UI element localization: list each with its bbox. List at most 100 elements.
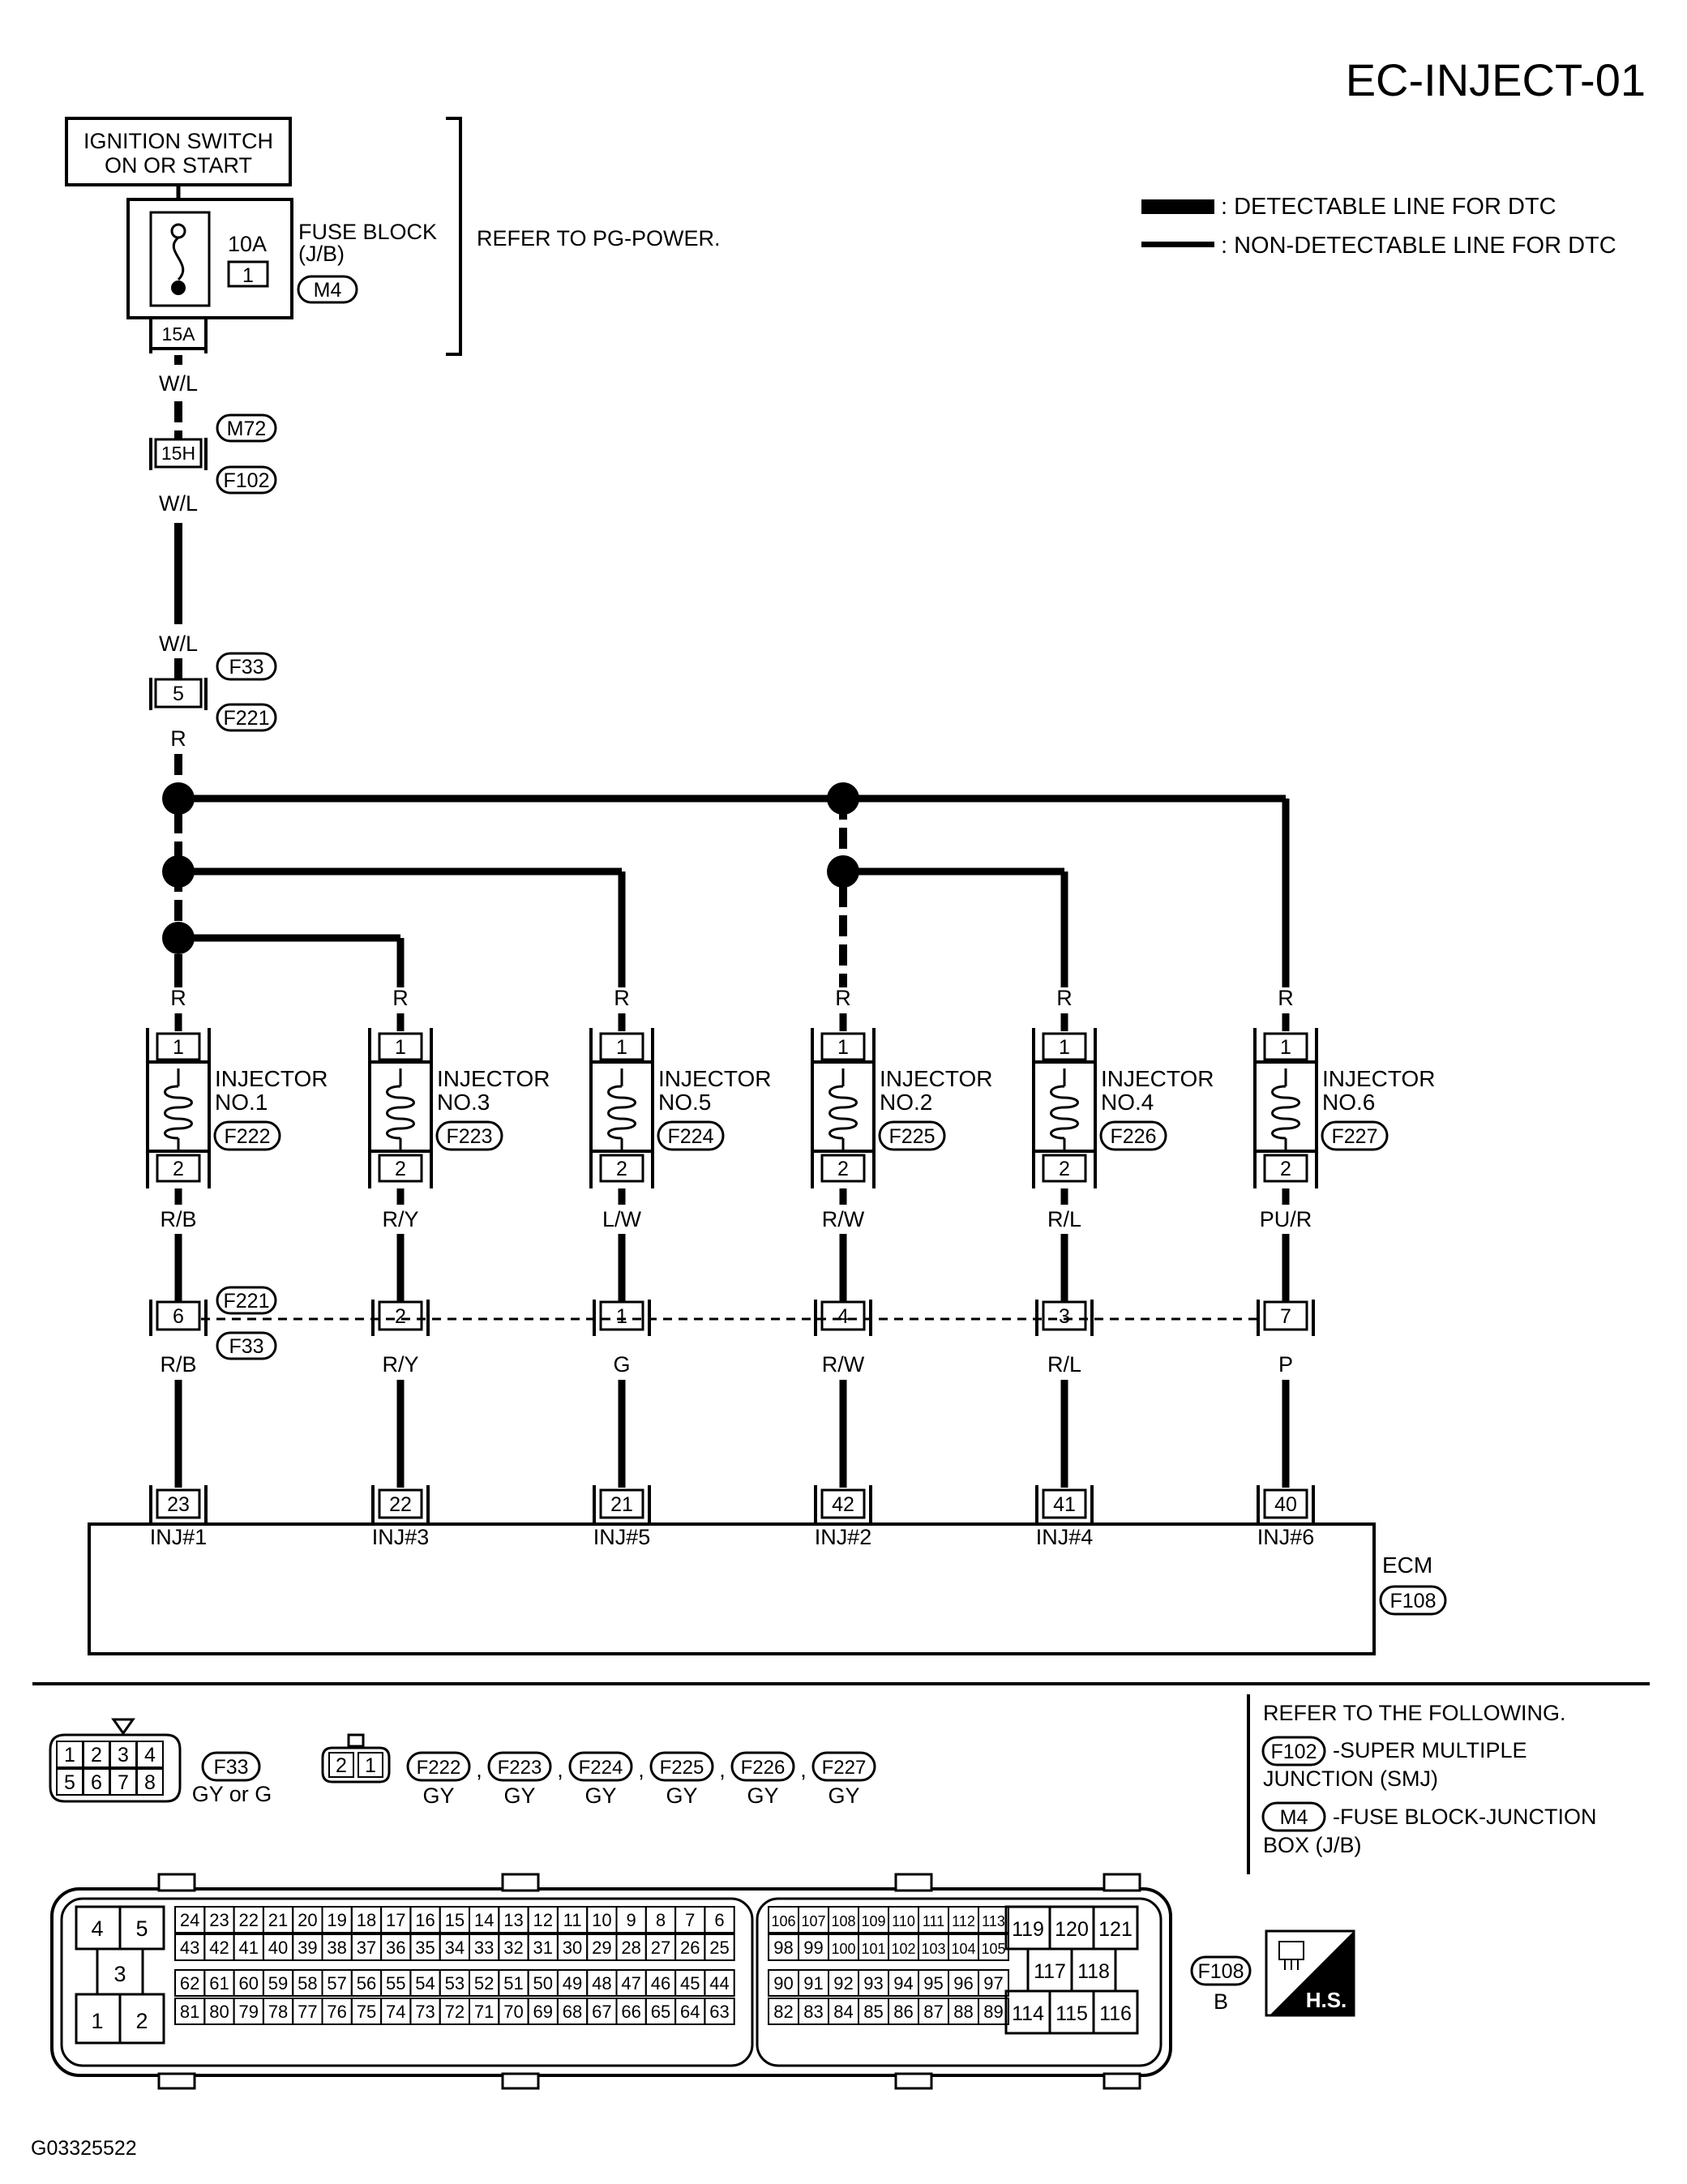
- coil-icon: [1271, 1085, 1300, 1140]
- ecm-face-pin: 37: [357, 1938, 376, 1958]
- ecm-face-pin: 113: [982, 1913, 1005, 1929]
- f33-pin: 4: [144, 1744, 156, 1766]
- ecm-face-pin: 46: [651, 1973, 670, 1993]
- joint-pin: 6: [173, 1305, 184, 1328]
- ignition-label-line2: ON OR START: [105, 153, 252, 178]
- ecm-face-pin: 87: [923, 2002, 943, 2022]
- injector-pin-1: 1: [1280, 1036, 1291, 1059]
- ecm-face-pin: 72: [445, 2002, 465, 2022]
- injector-number: NO.3: [437, 1090, 490, 1115]
- ecm-pin: 21: [610, 1493, 633, 1516]
- wire-color-mid: L/W: [602, 1207, 642, 1231]
- ecm-face-pin: 28: [621, 1938, 640, 1958]
- injector-connector: F224: [668, 1125, 714, 1148]
- separator-comma: ,: [476, 1758, 482, 1782]
- ecm-face-pin: 43: [180, 1938, 199, 1958]
- ecm-face-pin: 111: [923, 1913, 944, 1929]
- ecm-face-pin: 59: [268, 1973, 288, 1993]
- ecm-face-pin: 57: [327, 1973, 346, 1993]
- fuse-amperage: 10A: [228, 232, 267, 256]
- ecm-face-pin: 71: [474, 2002, 494, 2022]
- legend-non-detectable-swatch: [1141, 242, 1214, 247]
- injector-connector-id: F225: [660, 1757, 704, 1779]
- ecm-face-pin: 93: [863, 1973, 883, 1993]
- ecm-face-pin: 27: [651, 1938, 670, 1958]
- harness-side-icon: H.S.: [1265, 1929, 1355, 2017]
- separator-comma: ,: [800, 1758, 807, 1782]
- wire-color-top: R: [1056, 986, 1073, 1010]
- injector-pin-1: 1: [616, 1036, 627, 1059]
- injector-label: INJECTOR: [1322, 1066, 1436, 1091]
- fuse-block-connector: M4: [314, 279, 342, 302]
- refer-m4-desc: -FUSE BLOCK-JUNCTION: [1333, 1805, 1597, 1829]
- ecm-face-pin: 90: [773, 1973, 793, 1993]
- injector-connector-id: F224: [579, 1757, 623, 1779]
- ecm-face-pin: 78: [268, 2002, 288, 2022]
- wire-color-mid: R/Y: [382, 1207, 418, 1231]
- ecm-face-pin: 98: [773, 1938, 793, 1958]
- diagram-title: EC-INJECT-01: [1346, 54, 1646, 105]
- injector-label: INJECTOR: [658, 1066, 772, 1091]
- f33-pin: 5: [64, 1771, 75, 1794]
- two-pin: 2: [336, 1754, 347, 1777]
- injector-connector-color: GY: [422, 1784, 454, 1808]
- coil-icon: [607, 1085, 636, 1140]
- ecm-face-pin: 66: [621, 2002, 640, 2022]
- ecm-pin: 22: [389, 1493, 412, 1516]
- fuse-number: 1: [242, 264, 254, 287]
- wire-color-1: W/L: [159, 371, 198, 396]
- ecm-face-pin: 22: [239, 1910, 259, 1930]
- ecm-terminal-label: INJ#1: [150, 1525, 208, 1549]
- injector-pin-2: 2: [173, 1158, 184, 1180]
- joint-pin: 3: [1059, 1305, 1070, 1328]
- ecm-face-pin: 64: [680, 2002, 700, 2022]
- connector-pin-5: 5 F33 F221: [149, 652, 277, 732]
- wire-color-mid: R/L: [1047, 1207, 1081, 1231]
- ecm-face-pin: 104: [951, 1941, 975, 1957]
- ecm-face-pin: 30: [563, 1938, 582, 1958]
- ecm-face-pin: 84: [833, 2002, 853, 2022]
- ecm-face-pin: 92: [833, 1973, 853, 1993]
- ecm-face-pin: 118: [1077, 1960, 1110, 1983]
- connector-id-m72: M72: [227, 418, 267, 440]
- fuse-terminal-top: [170, 223, 186, 239]
- injector-pin-2: 2: [1059, 1158, 1070, 1180]
- ecm-face-pin: 63: [709, 2002, 729, 2022]
- ecm-face-pin: 11: [563, 1910, 582, 1930]
- ecm-face-pin: 101: [861, 1941, 885, 1957]
- ecm-face-pin: 65: [651, 2002, 670, 2022]
- ecm-face-pin: 38: [327, 1938, 346, 1958]
- ecm-face-pin: 105: [981, 1941, 1005, 1957]
- refer-pg-power: REFER TO PG-POWER.: [477, 226, 721, 251]
- fuse-block-label: FUSE BLOCK: [298, 220, 437, 244]
- injector-number: NO.5: [658, 1090, 711, 1115]
- ecm-terminal-label: INJ#3: [372, 1525, 430, 1549]
- ecm-face-pin: 13: [503, 1910, 523, 1930]
- injector-pin-1: 1: [1059, 1036, 1070, 1059]
- ecm-face-pin: 103: [921, 1941, 945, 1957]
- injector-pin-2: 2: [837, 1158, 849, 1180]
- legend-non-detectable-label: : NON-DETECTABLE LINE FOR DTC: [1221, 233, 1616, 259]
- f33-pin: 7: [118, 1771, 129, 1794]
- ecm-face-pin: 49: [563, 1973, 582, 1993]
- ecm-face-pin: 70: [503, 2002, 523, 2022]
- ecm-face-pin: 45: [680, 1973, 700, 1993]
- refer-connector-m4: M4: [1280, 1806, 1308, 1829]
- injector-connector-color: GY: [503, 1784, 535, 1808]
- ecm-face-pin: 116: [1099, 2002, 1132, 2025]
- wire-color-top: R: [614, 986, 630, 1010]
- wire-color-lower: R/B: [160, 1352, 196, 1377]
- wire-color-top: R: [170, 986, 186, 1010]
- ecm-face-pin: 85: [863, 2002, 883, 2022]
- injector-pin-2: 2: [1280, 1158, 1291, 1180]
- ecm-face-connector: F108: [1198, 1960, 1244, 1983]
- ecm-face-pin: 8: [656, 1910, 666, 1930]
- ecm-face-pin: 10: [592, 1910, 611, 1930]
- connector-terminal-5: 5: [173, 683, 184, 705]
- wire-color-4: R: [170, 726, 186, 751]
- ecm-face-pin: 73: [415, 2002, 435, 2022]
- ecm-face-pin: 14: [474, 1910, 494, 1930]
- wire-color-top: R: [1278, 986, 1294, 1010]
